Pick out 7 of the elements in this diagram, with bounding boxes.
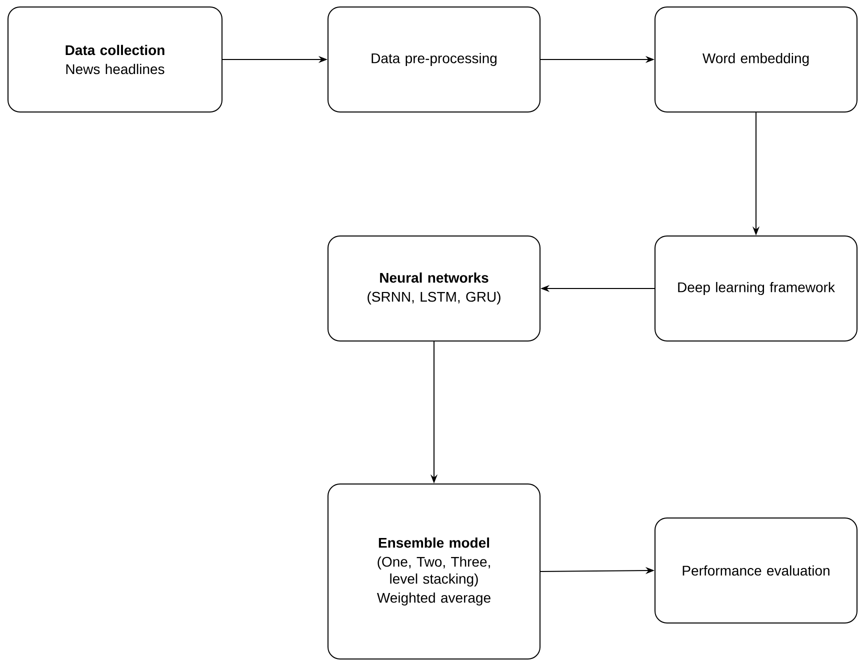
- process-box: Performance evaluation: [654, 518, 858, 624]
- process-box: Word embedding: [654, 6, 858, 112]
- process-box: Deep learning framework: [654, 236, 858, 342]
- process-box: Data pre-processing: [328, 6, 540, 112]
- process-box: Neural networks (SRNN, LSTM, GRU): [328, 236, 540, 342]
- process-box: Ensemble model (One, Two, Three, level stacking) Weighted average: [328, 484, 540, 660]
- process-box: Data collection News headlines: [8, 6, 222, 112]
